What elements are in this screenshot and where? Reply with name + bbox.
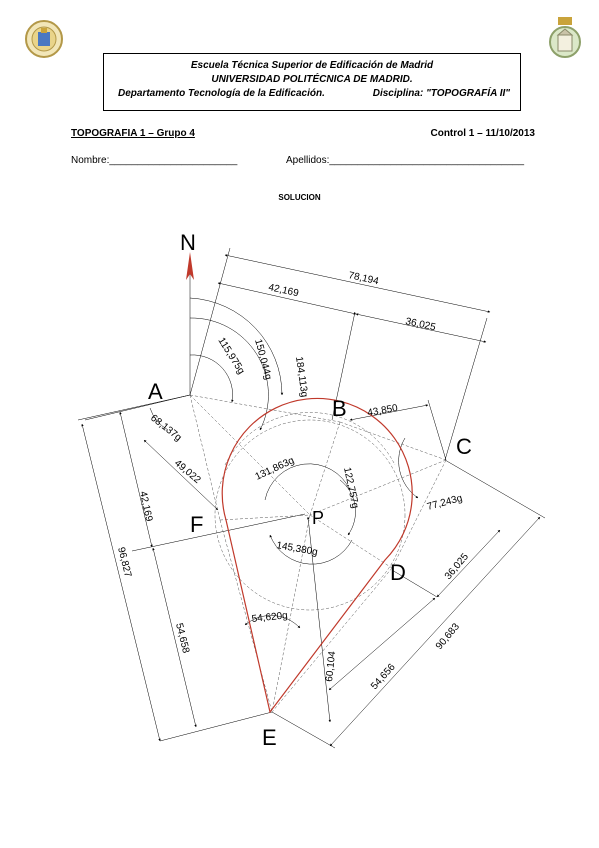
dim-text-131863: 131,863g <box>254 455 296 483</box>
dim-78194 <box>224 254 491 313</box>
dim-text-36025-top: 36,025 <box>404 316 437 333</box>
arc-68137 <box>149 407 169 431</box>
dim-49022 <box>143 439 219 511</box>
dim-text-68137: 68,137g <box>148 413 183 444</box>
arc-54620 <box>244 615 301 629</box>
arc-145380 <box>269 534 353 565</box>
dim-36025-right <box>436 529 501 598</box>
exam-title: TOPOGRAFIA 1 – Grupo 4 <box>71 128 195 139</box>
dim-text-150044: 150,044g <box>252 338 273 381</box>
dim-36025-top <box>355 313 487 343</box>
ext-a-up <box>189 247 231 396</box>
upm-logo <box>25 20 63 58</box>
dim-54658 <box>152 547 197 728</box>
ext-c-right <box>444 459 546 519</box>
label-C: C <box>456 434 472 459</box>
dim-text-122757: 122,757g <box>341 466 360 509</box>
department-name: Departamento Tecnología de la Edificació… <box>118 88 325 99</box>
ext-f <box>131 513 306 552</box>
dim-text-49022: 49,022 <box>172 458 203 486</box>
dim-text-145380: 145,380g <box>275 540 318 558</box>
dim-text-96827: 96,827 <box>115 546 133 579</box>
dim-90683 <box>329 516 541 747</box>
dim-96827 <box>81 423 161 742</box>
surname-field[interactable]: Apellidos:______________________________… <box>286 155 525 166</box>
north-arrow-icon <box>186 252 194 280</box>
label-A: A <box>148 379 163 404</box>
dim-42169-top <box>217 282 357 315</box>
dim-text-115975: 115,975g <box>215 336 246 377</box>
dim-text-36025-right: 36,025 <box>443 551 471 582</box>
ext-a-left <box>77 394 191 421</box>
name-field[interactable]: Nombre:_______________________ <box>71 155 238 166</box>
dim-60104 <box>306 516 332 723</box>
arc-115975 <box>189 354 234 403</box>
dim-42169-left <box>119 411 153 548</box>
dim-text-90683: 90,683 <box>434 621 462 652</box>
institution-header: Escuela Técnica Superior de Edificación … <box>103 53 521 111</box>
exam-control: Control 1 – 11/10/2013 <box>430 128 535 139</box>
dim-text-54658: 54,658 <box>173 622 191 655</box>
arc-184113 <box>189 297 284 396</box>
label-F: F <box>190 512 203 537</box>
red-locus <box>221 397 413 714</box>
dim-text-43850: 43,850 <box>367 403 399 419</box>
dim-43850 <box>349 404 429 421</box>
solution-heading: SOLUCION <box>278 193 321 202</box>
dim-text-42169-top: 42,169 <box>267 282 300 299</box>
label-north: N <box>180 230 196 255</box>
dim-text-60104: 60,104 <box>324 650 338 682</box>
discipline-name: Disciplina: "TOPOGRAFÍA II" <box>372 88 510 99</box>
university-name: UNIVERSIDAD POLITÉCNICA DE MADRID. <box>211 74 413 85</box>
arc-122757 <box>339 479 356 536</box>
arc-150044 <box>189 317 269 431</box>
dim-text-42169-left: 42,169 <box>137 490 154 523</box>
label-P: P <box>312 508 324 528</box>
dim-text-54620: 54,620g <box>251 610 288 625</box>
school-crest-logo <box>549 17 581 58</box>
ext-b-up <box>331 311 356 421</box>
ext-e-left <box>159 711 273 742</box>
arc-131863 <box>264 463 351 501</box>
dim-text-77243: 77,243g <box>426 493 464 513</box>
ext-e-right <box>271 711 336 749</box>
label-E: E <box>262 725 277 750</box>
label-B: B <box>332 396 347 421</box>
label-D: D <box>390 560 406 585</box>
school-name: Escuela Técnica Superior de Edificación … <box>190 60 434 71</box>
dim-54656 <box>328 597 436 691</box>
dim-text-184113: 184,113g <box>293 356 310 398</box>
